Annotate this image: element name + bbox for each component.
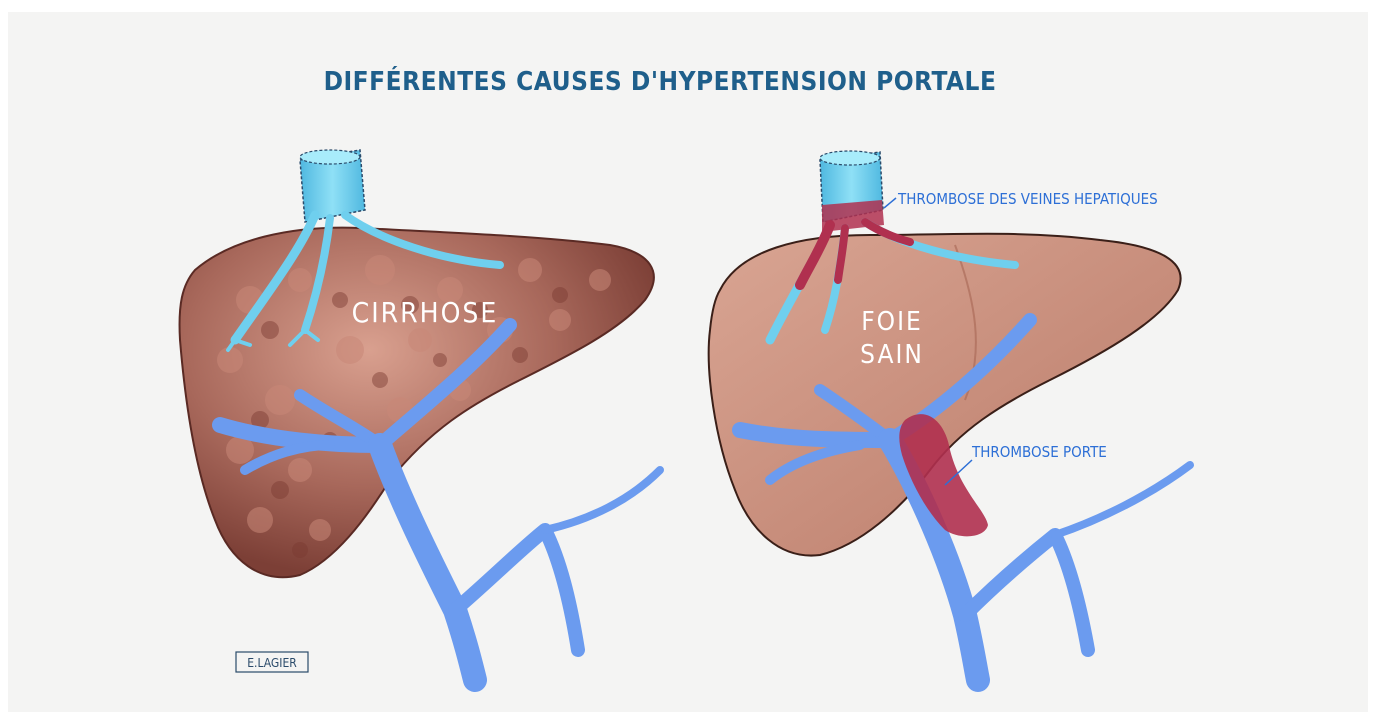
label-sain: SAIN [860,340,924,370]
label-foie: FOIE [861,307,923,337]
artist-signature: E.LAGIER [247,656,297,670]
label-cirrhose: CIRRHOSE [352,296,499,329]
annotation-hepatic-thrombosis: THROMBOSE DES VEINES HEPATIQUES [897,190,1158,208]
vena-cava-left [300,150,365,222]
diagram-title: DIFFÉRENTES CAUSES D'HYPERTENSION PORTAL… [324,65,997,97]
annotation-portal-thrombosis: THROMBOSE PORTE [971,443,1107,461]
leader-hepatic-thrombosis [884,198,896,208]
vena-cava-right [820,151,884,232]
portal-thrombus [899,414,988,536]
